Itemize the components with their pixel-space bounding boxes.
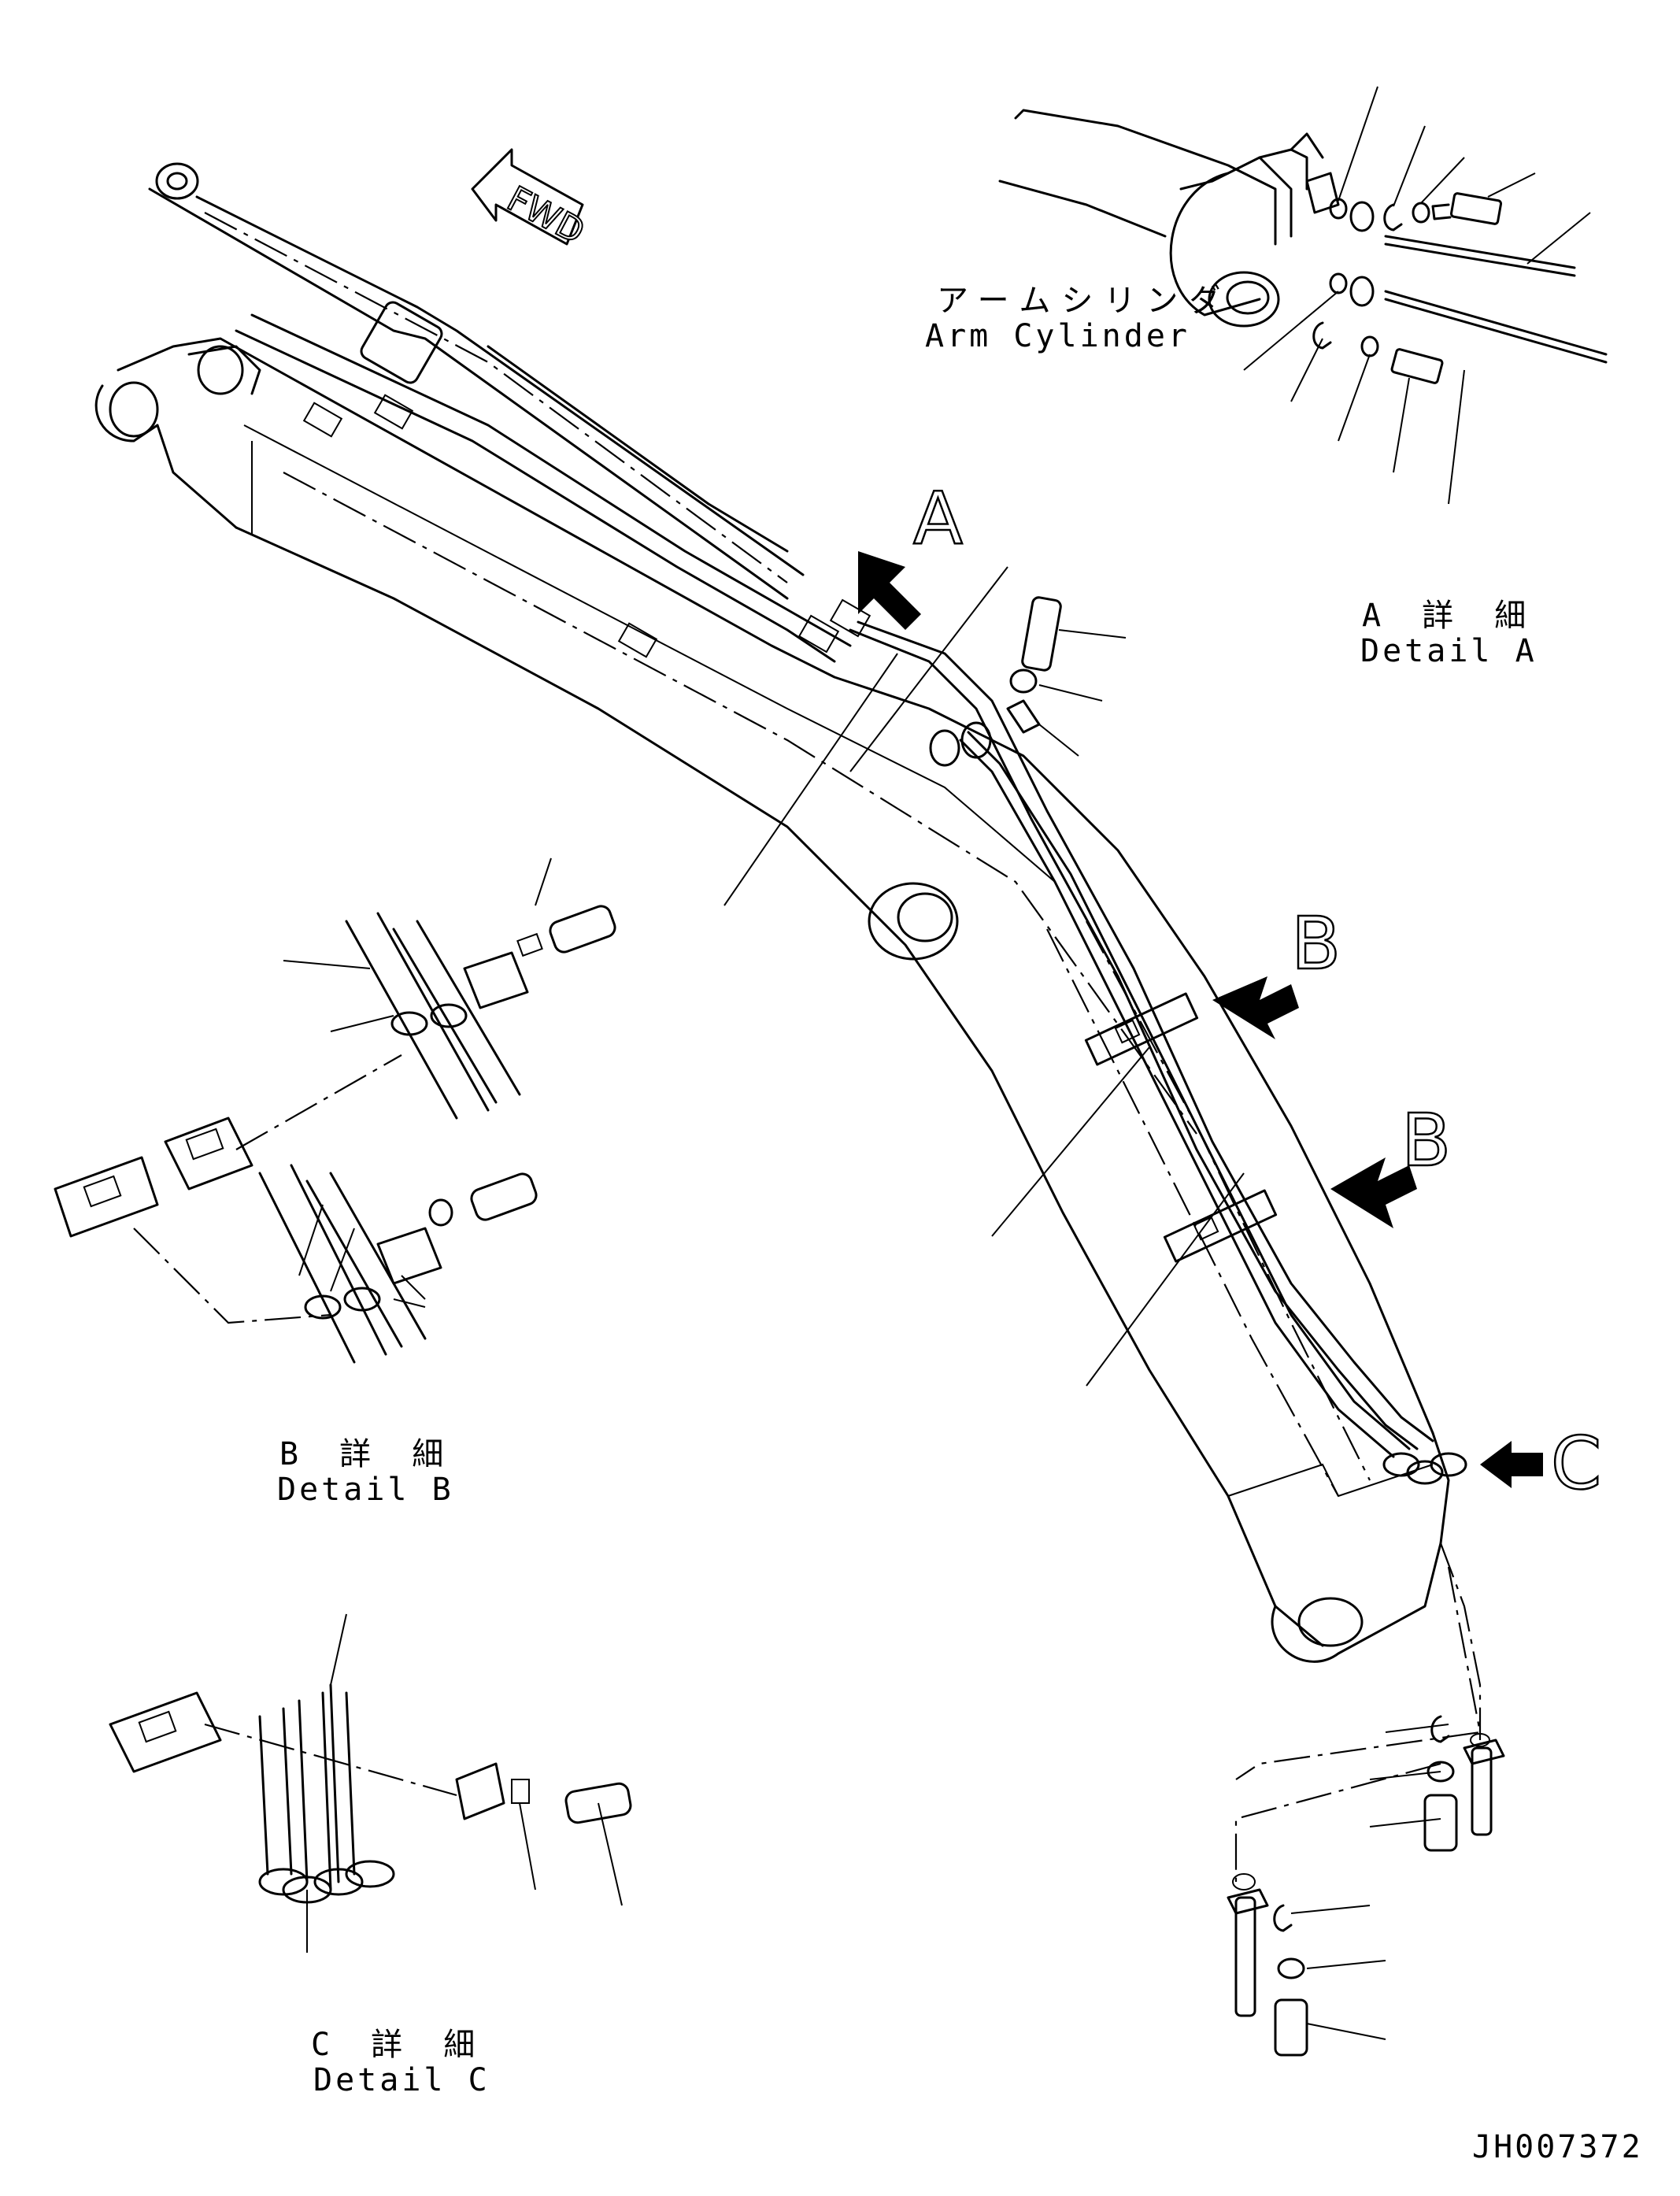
callout-arrow-b-lower — [1330, 1157, 1417, 1228]
callout-letter-b-upper: B — [1291, 902, 1341, 986]
arm-leader-lines — [991, 1046, 1245, 1387]
callout-arrow-c — [1480, 1441, 1543, 1488]
fwd-label: FWD — [501, 179, 591, 252]
arm-cylinder-assembly — [148, 162, 852, 663]
callout-arrows: A B B C — [858, 476, 1603, 1506]
detail-c-label-jp: C 詳 細 — [311, 2027, 486, 2063]
fwd-direction-arrow: FWD — [471, 148, 592, 253]
callout-letter-b-lower: B — [1401, 1098, 1451, 1183]
callout-letter-a: A — [913, 476, 963, 561]
drawing-code: JH007372 — [1472, 2129, 1643, 2165]
arm-body — [94, 337, 1482, 1780]
detail-b-label-en: Detail B — [277, 1472, 454, 1508]
callout-letter-c: C — [1551, 1421, 1601, 1505]
arm-cylinder-label-en: Arm Cylinder — [925, 318, 1190, 354]
detail-a-hardware — [723, 566, 1127, 906]
detail-c-label-en: Detail C — [313, 2062, 490, 2098]
detail-c-assembly: C 詳 細 Detail C — [109, 1613, 632, 2098]
detail-a-label-jp: A 詳 細 — [1362, 598, 1537, 634]
arm-cylinder-label-jp: アームシリンダ — [937, 283, 1231, 319]
tip-fitting-hardware — [1227, 1715, 1505, 2057]
detail-b-label-jp: B 詳 細 — [279, 1436, 454, 1472]
callout-arrow-b-upper — [1212, 976, 1299, 1039]
arm-hose-lines — [797, 598, 1467, 1485]
detail-a-assembly: アームシリンダ Arm Cylinder — [925, 86, 1608, 505]
callout-arrow-a — [858, 551, 921, 630]
detail-a-label-en: Detail A — [1360, 633, 1538, 669]
detail-b-assembly: B 詳 細 Detail B — [54, 857, 616, 1508]
